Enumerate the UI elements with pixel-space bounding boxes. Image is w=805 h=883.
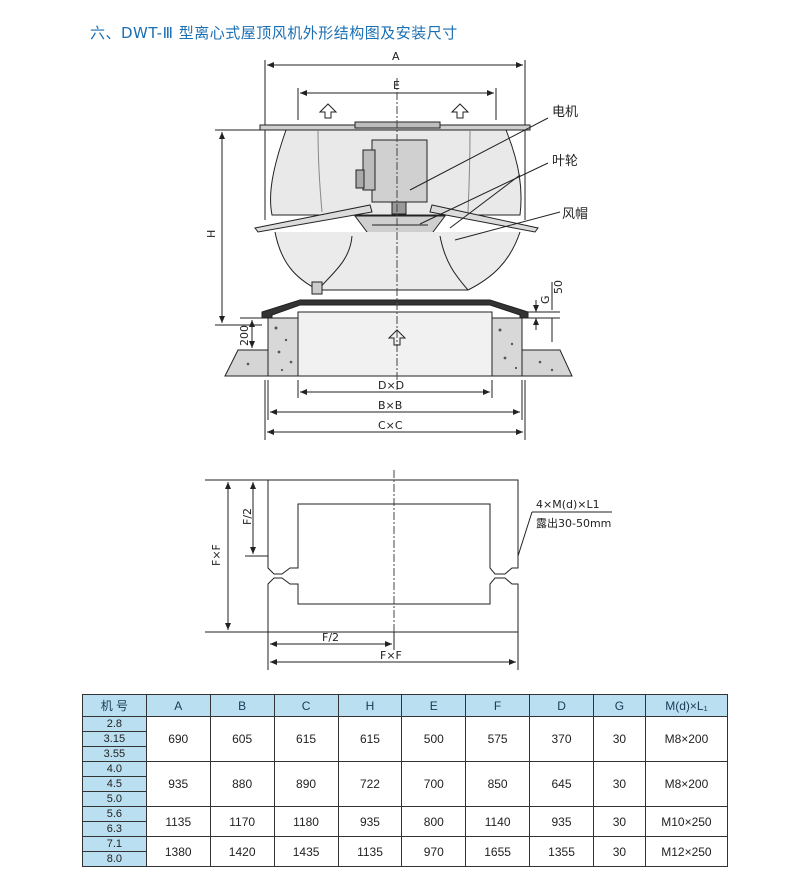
col-header: 机 号 <box>82 694 147 717</box>
col-header: A <box>145 694 211 717</box>
col-header: D <box>529 694 594 717</box>
value-cell: 645 <box>529 761 594 807</box>
dim-200-label: 200 <box>238 325 251 346</box>
value-cell: 890 <box>273 761 339 807</box>
model-cell: 3.15 <box>82 731 147 747</box>
value-cell: 500 <box>401 716 467 762</box>
fan-structure-drawing: A E H 200 G 50 D×D B×B C×C 电机 叶轮 风帽 F/2 … <box>205 50 612 670</box>
dim-dxd-label: D×D <box>378 379 404 392</box>
model-cell: 4.5 <box>82 776 147 792</box>
dim-h-label: H <box>205 230 218 238</box>
value-cell: M12×250 <box>644 836 729 867</box>
value-cell: 970 <box>401 836 467 867</box>
dim-a-label: A <box>392 50 400 63</box>
value-cell: 800 <box>401 806 467 837</box>
plan-view <box>205 470 612 670</box>
plan-fxf-horiz-label: F×F <box>380 649 402 662</box>
plan-fxf-vert-label: F×F <box>210 544 223 566</box>
table-row: 3.55 <box>82 746 728 762</box>
value-cell: 1170 <box>209 806 275 837</box>
col-header: H <box>337 694 403 717</box>
value-cell: M10×250 <box>644 806 729 837</box>
col-header: F <box>465 694 531 717</box>
model-cell: 3.55 <box>82 746 147 762</box>
value-cell: 850 <box>465 761 531 807</box>
value-cell: 605 <box>209 716 275 762</box>
table-row: 5.6 1135 1170 1180 935 800 1140 935 30 M… <box>82 806 729 837</box>
dim-cxc-label: C×C <box>378 419 403 432</box>
table-row: 3.15 <box>82 731 728 747</box>
model-cell: 7.1 <box>82 836 147 852</box>
value-cell: 30 <box>592 716 646 762</box>
value-cell: 935 <box>145 761 211 807</box>
value-cell: 1180 <box>273 806 339 837</box>
value-cell: 1135 <box>145 806 211 837</box>
elevation-view <box>215 60 573 440</box>
value-cell: 690 <box>145 716 211 762</box>
col-header: M(d)×L₁ <box>644 694 729 717</box>
value-cell: 1140 <box>465 806 531 837</box>
col-header: B <box>209 694 275 717</box>
value-cell: 700 <box>401 761 467 807</box>
table-row: 7.1 1380 1420 1435 1135 970 1655 1355 30… <box>82 836 729 867</box>
model-cell: 8.0 <box>82 851 147 867</box>
value-cell: 575 <box>465 716 531 762</box>
dim-bxb-label: B×B <box>378 399 402 412</box>
hood-label: 风帽 <box>562 206 588 222</box>
value-cell: M8×200 <box>644 716 729 762</box>
value-cell: 1420 <box>209 836 275 867</box>
model-cell: 4.0 <box>82 761 147 777</box>
dim-50-label: 50 <box>552 280 565 294</box>
table-row: 8.0 <box>82 851 728 867</box>
value-cell: 935 <box>529 806 594 837</box>
col-header: G <box>592 694 646 717</box>
table-row: 4.0 935 880 890 722 700 850 645 30 M8×20… <box>82 761 729 807</box>
value-cell: 30 <box>592 806 646 837</box>
value-cell: 615 <box>273 716 339 762</box>
value-cell: 615 <box>337 716 403 762</box>
value-cell: 30 <box>592 761 646 807</box>
col-header: C <box>273 694 339 717</box>
value-cell: 1435 <box>273 836 339 867</box>
value-cell: 1655 <box>465 836 531 867</box>
model-cell: 5.0 <box>82 791 147 807</box>
value-cell: 880 <box>209 761 275 807</box>
bolt-spec-label: 4×M(d)×L1 <box>536 498 600 511</box>
value-cell: 722 <box>337 761 403 807</box>
value-cell: 1380 <box>145 836 211 867</box>
value-cell: 935 <box>337 806 403 837</box>
bolt-note-label: 露出30-50mm <box>536 516 611 530</box>
impeller-label: 叶轮 <box>552 154 578 169</box>
value-cell: M8×200 <box>644 761 729 807</box>
page-title: 六、DWT-Ⅲ 型离心式屋顶风机外形结构图及安装尺寸 <box>90 24 458 42</box>
model-cell: 5.6 <box>82 806 147 822</box>
value-cell: 30 <box>592 836 646 867</box>
table-row: 2.8 690 605 615 615 500 575 370 30 M8×20… <box>82 716 729 762</box>
value-cell: 1355 <box>529 836 594 867</box>
spec-table: 机 号 A B C H E F D G M(d)×L₁ 2.8 690 605 … <box>82 694 729 867</box>
value-cell: 370 <box>529 716 594 762</box>
col-header: E <box>401 694 467 717</box>
value-cell: 1135 <box>337 836 403 867</box>
dim-e-label: E <box>393 79 400 92</box>
table-row: 5.0 <box>82 791 728 807</box>
model-cell: 6.3 <box>82 821 147 837</box>
dim-g-label: G <box>539 295 552 304</box>
table-header-row: 机 号 A B C H E F D G M(d)×L₁ <box>82 694 729 717</box>
plan-f2-vert-label: F/2 <box>241 508 254 525</box>
model-cell: 2.8 <box>82 716 147 732</box>
motor-label: 电机 <box>552 105 578 120</box>
plan-f2-horiz-label: F/2 <box>322 631 339 644</box>
